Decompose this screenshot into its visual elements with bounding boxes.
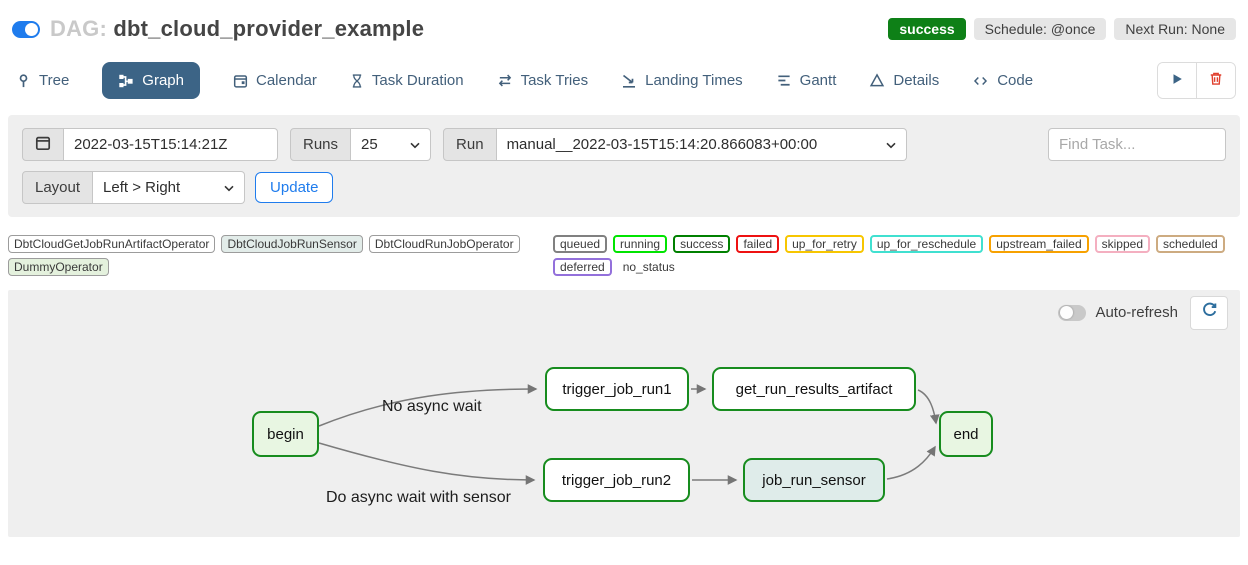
status-badge-up-for-retry[interactable]: up_for_retry: [785, 235, 864, 253]
trash-icon: [1209, 71, 1223, 90]
run-label: Run: [443, 128, 497, 161]
trigger-dag-button[interactable]: [1158, 63, 1196, 98]
status-badge-failed[interactable]: failed: [736, 235, 780, 253]
tab-calendar[interactable]: Calendar: [233, 72, 317, 89]
layout-select[interactable]: Left > Right: [93, 171, 246, 204]
tree-pin-icon: [16, 73, 31, 89]
tab-graph[interactable]: Graph: [102, 62, 200, 99]
auto-refresh-toggle[interactable]: [1058, 304, 1087, 321]
status-badge-success[interactable]: success: [673, 235, 731, 253]
operator-badge[interactable]: DbtCloudRunJobOperator: [368, 235, 520, 253]
chevron-down-icon: [224, 179, 234, 196]
status-badge-skipped[interactable]: skipped: [1094, 235, 1150, 253]
delete-dag-button[interactable]: [1196, 63, 1235, 98]
layout-group: Layout Left > Right: [22, 171, 246, 204]
calendar-icon: [35, 135, 51, 155]
base-date-input[interactable]: [64, 128, 278, 161]
dag-pause-toggle[interactable]: [12, 20, 40, 38]
operator-badge[interactable]: DbtCloudJobRunSensor: [221, 235, 363, 253]
run-select[interactable]: manual__2022-03-15T15:14:20.866083+00:00: [496, 128, 907, 161]
tab-gantt[interactable]: Gantt: [776, 72, 836, 89]
run-group: Run manual__2022-03-15T15:14:20.866083+0…: [443, 128, 907, 161]
task-node-trigger-job-run2[interactable]: trigger_job_run2: [543, 458, 690, 502]
legend: DbtCloudGetJobRunArtifactOperator DbtClo…: [8, 235, 1240, 276]
refresh-button[interactable]: [1190, 296, 1228, 330]
schedule-badge[interactable]: Schedule: @once: [973, 18, 1107, 40]
chevron-down-icon: [885, 136, 896, 153]
status-badge: success: [888, 18, 966, 40]
operator-badge[interactable]: DummyOperator: [8, 258, 109, 276]
status-badge-running[interactable]: running: [613, 235, 668, 253]
hourglass-icon: [350, 73, 364, 89]
auto-refresh-control: Auto-refresh: [1058, 304, 1178, 321]
refresh-icon: [1201, 302, 1218, 324]
runs-label: Runs: [290, 128, 352, 161]
layout-label: Layout: [22, 171, 94, 204]
status-badge-deferred[interactable]: deferred: [553, 258, 612, 276]
calendar-icon: [233, 73, 248, 89]
auto-refresh-label: Auto-refresh: [1095, 304, 1178, 321]
tab-task-duration[interactable]: Task Duration: [350, 72, 464, 89]
dag-edges: [318, 384, 940, 485]
dag-prefix-label: DAG:: [50, 16, 108, 41]
repeat-icon: [497, 73, 513, 88]
status-badge-queued[interactable]: queued: [553, 235, 608, 253]
task-node-get-run-results-artifact[interactable]: get_run_results_artifact: [712, 367, 916, 411]
status-legend: queued running success failed up_for_ret…: [553, 235, 1225, 276]
num-runs-select[interactable]: 25: [351, 128, 432, 161]
tab-tree[interactable]: Tree: [16, 72, 69, 89]
tab-landing-times[interactable]: Landing Times: [621, 72, 743, 89]
task-node-trigger-job-run1[interactable]: trigger_job_run1: [545, 367, 689, 411]
status-badge-upstream-failed[interactable]: upstream_failed: [989, 235, 1089, 253]
dag-action-buttons: [1157, 62, 1236, 99]
update-button[interactable]: Update: [255, 172, 334, 203]
plane-landing-icon: [621, 73, 637, 89]
chevron-down-icon: [410, 136, 420, 153]
operator-legend: DbtCloudGetJobRunArtifactOperator DbtClo…: [8, 235, 553, 276]
graph-icon: [118, 73, 134, 89]
calendar-date-button[interactable]: [22, 128, 64, 161]
dag-graph-panel: Auto-refresh begin trigger_job_run1 get_…: [8, 290, 1240, 537]
edge-label-do-async-wait: Do async wait with sensor: [326, 489, 511, 506]
page-title: DAG: dbt_cloud_provider_example: [50, 16, 424, 42]
find-task-input[interactable]: [1048, 128, 1226, 161]
view-tabbar: Tree Graph Calendar Task Duration Task T…: [16, 62, 1236, 99]
status-badge-no-status: no_status: [617, 259, 680, 275]
task-node-begin[interactable]: begin: [252, 411, 319, 457]
play-icon: [1170, 72, 1184, 90]
tab-code[interactable]: Code: [972, 72, 1033, 89]
tab-details[interactable]: Details: [869, 72, 939, 89]
status-badge-scheduled[interactable]: scheduled: [1156, 235, 1225, 253]
tab-task-tries[interactable]: Task Tries: [497, 72, 588, 89]
num-runs-group: Runs 25: [290, 128, 432, 161]
task-node-job-run-sensor[interactable]: job_run_sensor: [743, 458, 885, 502]
triangle-icon: [869, 73, 885, 88]
code-icon: [972, 74, 989, 88]
edge-label-no-async-wait: No async wait: [382, 398, 482, 415]
status-badge-up-for-reschedule[interactable]: up_for_reschedule: [869, 235, 984, 253]
base-date-group: [22, 128, 278, 161]
dag-header: DAG: dbt_cloud_provider_example success …: [0, 0, 1248, 42]
next-run-badge: Next Run: None: [1114, 18, 1236, 40]
filter-panel: Runs 25 Run manual__2022-03-15T15:14:20.…: [8, 115, 1240, 217]
dag-name: dbt_cloud_provider_example: [113, 16, 425, 41]
gantt-bars-icon: [776, 73, 792, 88]
operator-badge[interactable]: DbtCloudGetJobRunArtifactOperator: [8, 235, 216, 253]
task-node-end[interactable]: end: [939, 411, 993, 457]
